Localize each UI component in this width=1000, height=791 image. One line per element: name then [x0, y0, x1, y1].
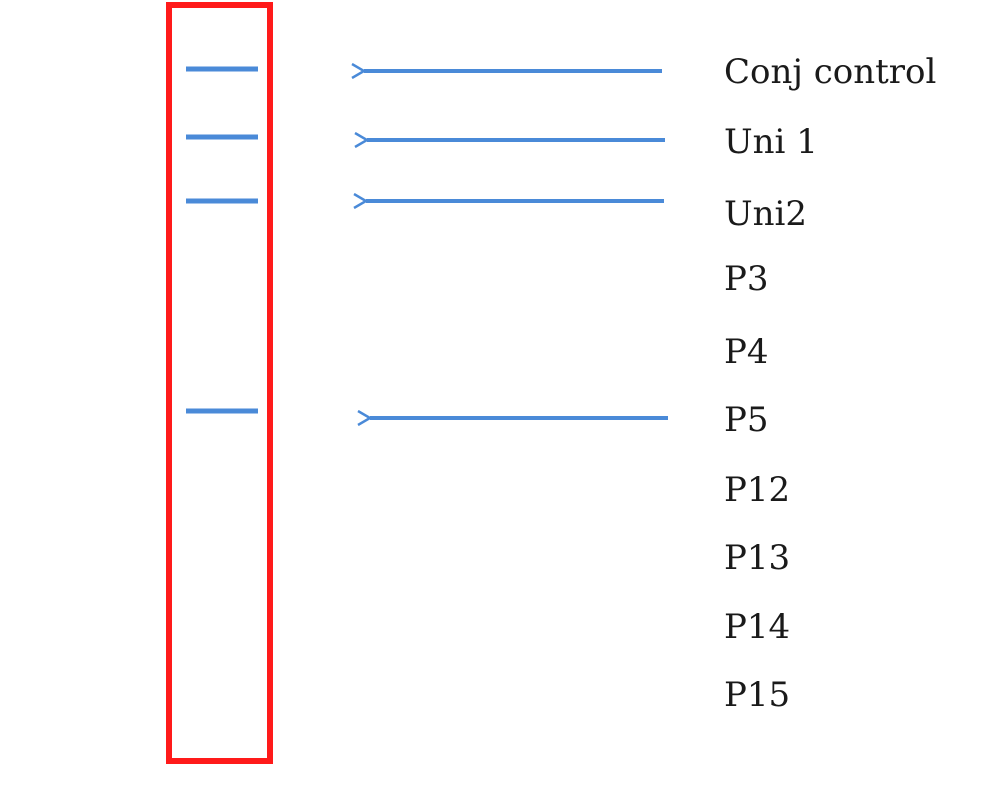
test-strip	[166, 2, 273, 764]
bands-layer	[186, 66, 258, 414]
labels-layer: Conj control Uni 1 Uni2 P3 P4 P5 P12 P13…	[724, 52, 936, 715]
band-label-p15: P15	[724, 675, 790, 715]
band-label-conj-control: Conj control	[724, 52, 936, 92]
band-label-uni-1: Uni 1	[724, 122, 818, 162]
band-label-p3: P3	[724, 259, 769, 299]
band-label-uni2: Uni2	[724, 194, 807, 234]
band-label-p5: P5	[724, 400, 769, 440]
arrows-layer	[364, 71, 668, 418]
band-label-p14: P14	[724, 607, 790, 647]
band-label-p12: P12	[724, 470, 790, 510]
band-label-p4: P4	[724, 332, 769, 372]
band-label-p13: P13	[724, 538, 790, 578]
